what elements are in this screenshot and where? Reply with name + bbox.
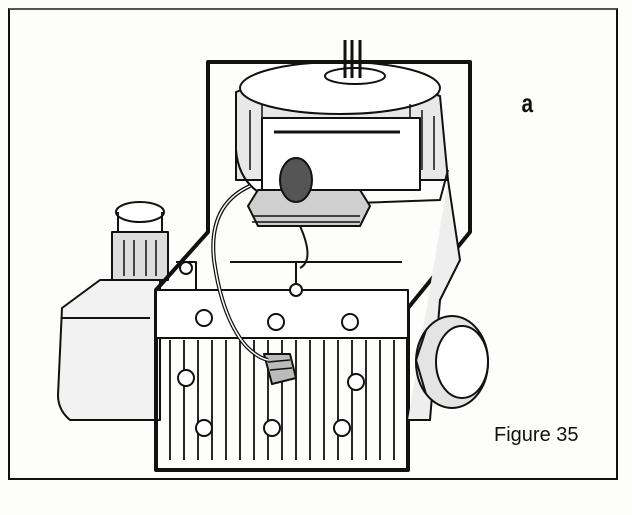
fuel-tank <box>57 279 161 421</box>
fin-bolts <box>177 369 365 437</box>
fuel-cap <box>111 201 169 281</box>
cooling-fins <box>169 340 395 460</box>
figure-caption: Figure 35 <box>494 424 579 446</box>
figure-letter: a <box>521 88 534 118</box>
figure-frame <box>8 8 618 480</box>
ignition-coil <box>247 157 371 269</box>
starter-pulley <box>415 315 489 409</box>
head-bolts <box>195 309 359 331</box>
spark-plug <box>263 353 297 385</box>
governor-link <box>289 262 303 297</box>
engine-housing-outline <box>154 60 472 472</box>
